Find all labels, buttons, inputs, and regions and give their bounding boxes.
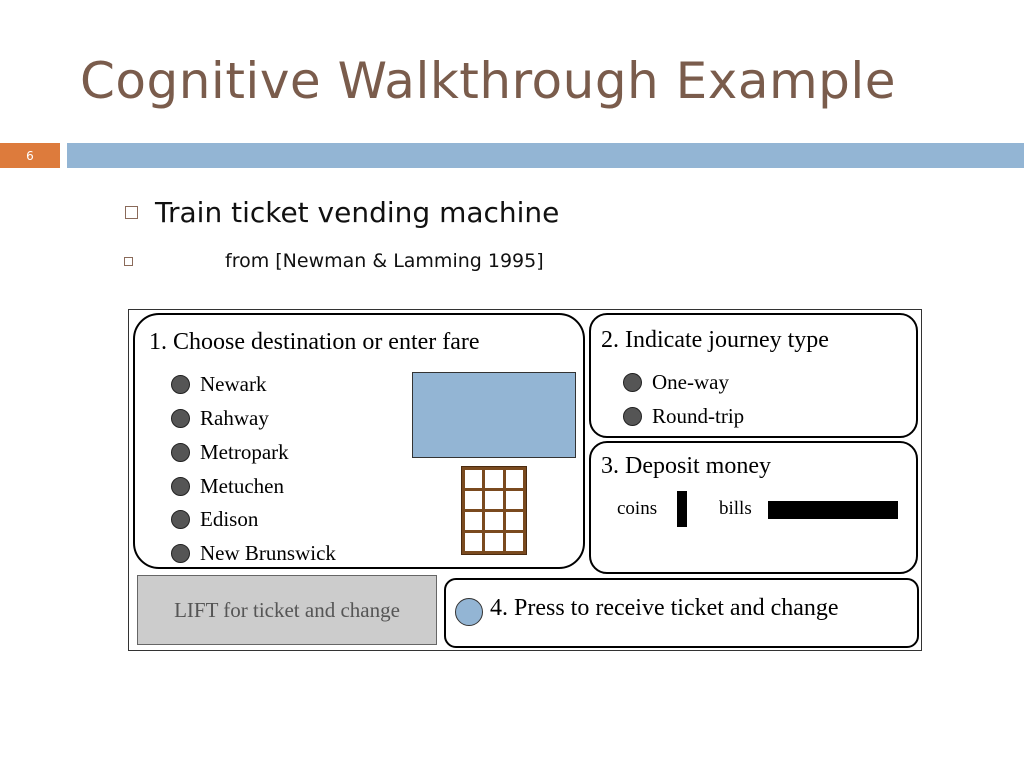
radio-button-icon[interactable] [171,375,190,394]
receive-ticket-label: 4. Press to receive ticket and change [490,595,839,621]
destination-option[interactable]: Newark [171,372,266,397]
destination-label: Edison [200,507,259,531]
journey-option[interactable]: Round-trip [623,404,744,429]
keypad-key[interactable] [505,533,523,551]
keypad-key[interactable] [465,491,483,509]
destination-label: New Brunswick [200,541,336,565]
receive-ticket-panel: 4. Press to receive ticket and change [444,578,919,648]
radio-button-icon[interactable] [171,510,190,529]
destination-label: Rahway [200,406,269,430]
receive-ticket-button[interactable] [455,598,483,626]
destination-label: Newark [200,372,267,396]
radio-button-icon[interactable] [623,407,642,426]
fare-keypad[interactable] [461,466,527,555]
destination-panel: 1. Choose destination or enter fare Newa… [133,313,585,569]
vending-machine-diagram: 1. Choose destination or enter fare Newa… [128,309,922,651]
coin-slot[interactable] [677,491,687,527]
fare-display-screen [412,372,576,458]
journey-type-panel: 2. Indicate journey type One-way Round-t… [589,313,918,438]
destination-label: Metropark [200,440,289,464]
ticket-lift-tray[interactable]: LIFT for ticket and change [137,575,437,645]
bullet-square-icon [125,206,138,219]
keypad-key[interactable] [485,470,503,488]
radio-button-icon[interactable] [171,544,190,563]
keypad-key[interactable] [485,533,503,551]
journey-option[interactable]: One-way [623,370,729,395]
header-divider-bar [67,143,1024,168]
bills-label: bills [719,498,752,519]
bullet-source-text: from [Newman & Lamming 1995] [225,250,544,272]
slide-title: Cognitive Walkthrough Example [80,52,897,110]
destination-option[interactable]: New Brunswick [171,541,336,566]
radio-button-icon[interactable] [623,373,642,392]
deposit-money-panel-title: 3. Deposit money [601,453,771,479]
journey-option-label: One-way [652,370,729,394]
bullet-square-icon [124,256,133,266]
destination-option[interactable]: Rahway [171,406,269,431]
keypad-key[interactable] [465,512,483,530]
keypad-key[interactable] [485,512,503,530]
deposit-money-panel: 3. Deposit money coins bills [589,441,918,574]
coins-label: coins [617,498,658,519]
destination-panel-title: 1. Choose destination or enter fare [149,329,480,355]
journey-option-label: Round-trip [652,404,745,428]
keypad-key[interactable] [505,491,523,509]
destination-option[interactable]: Edison [171,507,258,532]
journey-type-panel-title: 2. Indicate journey type [601,327,829,353]
keypad-key[interactable] [505,512,523,530]
bullet-source: from [Newman & Lamming 1995] [124,250,544,272]
destination-option[interactable]: Metropark [171,440,289,465]
bullet-main-text: Train ticket vending machine [155,196,560,229]
keypad-key[interactable] [505,470,523,488]
bill-slot[interactable] [768,501,898,519]
slide-number: 6 [0,143,60,168]
keypad-key[interactable] [465,533,483,551]
destination-label: Metuchen [200,474,284,498]
destination-option[interactable]: Metuchen [171,474,284,499]
keypad-key[interactable] [465,470,483,488]
radio-button-icon[interactable] [171,409,190,428]
bullet-main: Train ticket vending machine [125,196,559,229]
radio-button-icon[interactable] [171,477,190,496]
radio-button-icon[interactable] [171,443,190,462]
keypad-key[interactable] [485,491,503,509]
